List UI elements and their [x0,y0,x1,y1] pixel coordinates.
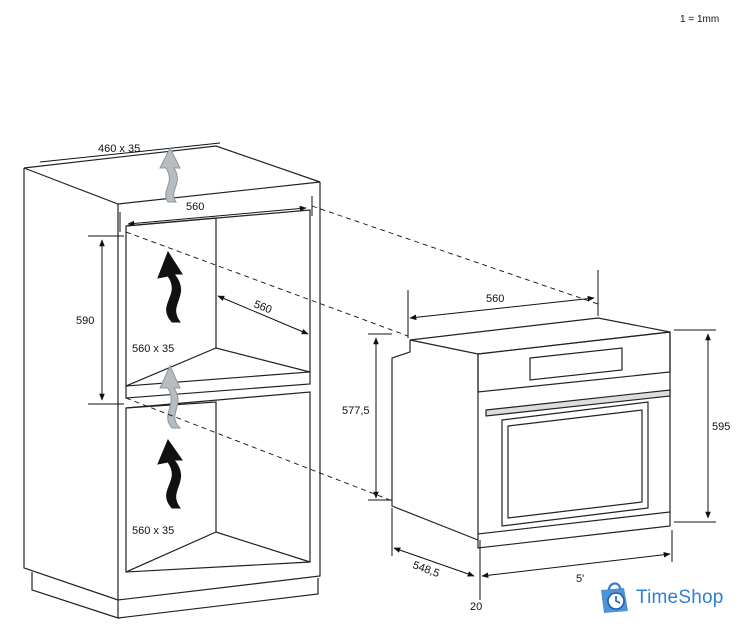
dim-oven-depth [393,547,475,577]
brand-name: TimeShop [636,587,724,608]
brand-logo: TimeShop [596,578,746,618]
oven-display [529,347,623,381]
label-cabinet-height: 590 [76,315,94,327]
label-cabinet-width: 560 [186,201,204,213]
scale-note: 1 = 1mm [680,14,720,25]
oven-front [477,331,671,535]
label-vent-bottom: 560 x 35 [132,525,174,537]
oven [391,317,671,549]
oven-handle [485,389,671,417]
airflow-arrow-icon [157,438,183,509]
label-front-depth: 5' [576,573,584,585]
oven-side [391,340,479,541]
cabinet-plinth [31,572,119,619]
airflow-arrow-icon [159,146,181,203]
cabinet-front [117,182,321,601]
dim-oven-width [409,295,595,321]
airflow-arrow-icon [159,364,182,429]
control-panel [477,332,671,393]
cabinet-lower-opening [125,391,311,573]
cabinet-upper-opening [125,209,311,387]
projection-lines [125,205,599,501]
label-vent-mid: 560 x 35 [132,343,174,355]
dim-vent-top [39,142,221,163]
label-oven-width: 560 [486,293,504,305]
dim-cabinet-depth [217,295,309,335]
dim-front-depth [481,551,671,579]
airflow-arrow-icon [157,250,183,323]
dim-cabinet-width [127,205,307,227]
label-cabinet-depth: 560 [252,298,274,316]
label-oven-height: 595 [712,421,730,433]
label-gap: 20 [470,601,482,613]
label-vent-top: 460 x 35 [98,143,140,155]
cabinet-side [23,168,119,601]
label-oven-body-height: 577,5 [342,405,370,417]
shopping-bag-clock-icon [601,582,628,613]
oven-door-window [501,401,649,527]
